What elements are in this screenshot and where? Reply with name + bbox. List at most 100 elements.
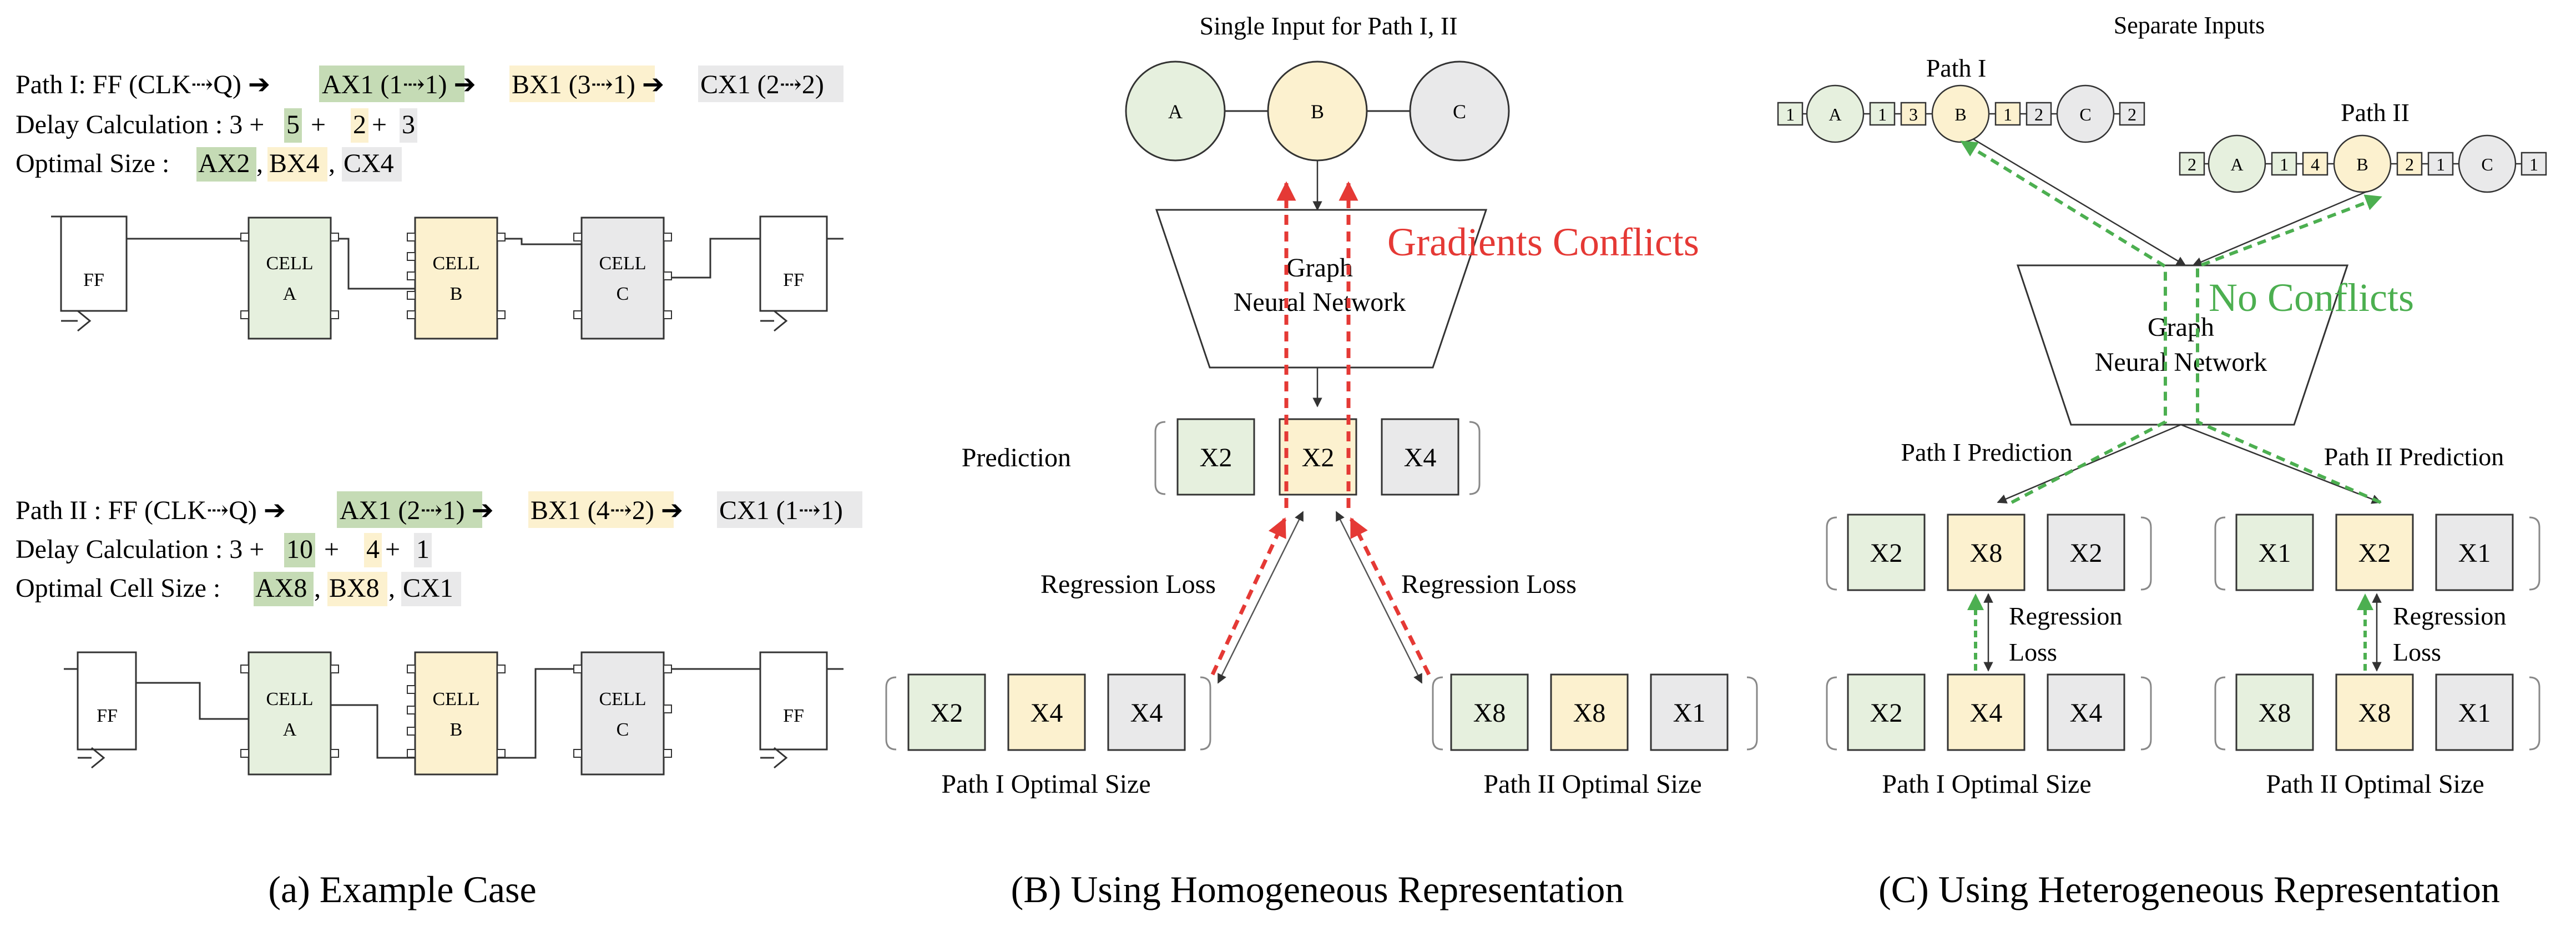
seq1-label-4: B: [1954, 104, 1966, 124]
cell-b-2-letter: B: [450, 719, 463, 740]
opt2-value-2: X8: [1573, 698, 1606, 728]
cpred2-box-1: [2235, 514, 2314, 591]
seq2-label-6: 1: [2436, 154, 2445, 174]
arrow-seq1-gnn: [1972, 138, 2186, 266]
ff-right-2: [759, 651, 828, 751]
closs1-label-line2: Loss: [2009, 638, 2057, 666]
copt1-value-1: X2: [1870, 698, 1903, 728]
seq2-label-3: 4: [2311, 154, 2320, 174]
cpred2-bracket-left: [2214, 516, 2226, 591]
highlight-term-c1: [400, 108, 417, 143]
loss-label-right: Regression Loss: [1401, 570, 1577, 599]
pred1-label: Path I Prediction: [1901, 438, 2072, 466]
cell-c-1: [580, 217, 665, 340]
pins-1: [240, 233, 672, 319]
path2-bx: BX1 (4⇢2): [531, 496, 654, 525]
path1-ax: AX1 (1⇢1): [322, 70, 447, 99]
closs2-label-line1: Regression: [2393, 602, 2506, 630]
wire-1d: [664, 238, 760, 279]
seq1-tok-2: [1869, 102, 1896, 126]
path2-delay-term-a: 10: [286, 535, 313, 564]
copt2-bracket-left: [2214, 676, 2226, 751]
copt1-bracket-right: [2140, 676, 2152, 751]
opt1-label: Path I Optimal Size: [941, 769, 1150, 799]
wire-1c: [497, 238, 582, 245]
pred2-label: Path II Prediction: [2324, 442, 2504, 471]
cell-a-1: [248, 217, 332, 340]
highlight-size-c1: [342, 147, 402, 182]
ff-left-1-label: FF: [83, 270, 104, 290]
highlight-bx-path2: [528, 491, 674, 528]
highlight-ax-path1: [319, 66, 464, 102]
path2-size-c: CX1: [403, 573, 453, 603]
path1-bx: BX1 (3⇢1): [512, 70, 635, 99]
path2-line: Path II : FF (CLK⇢Q) ➔ AX1 (2⇢1) ➔ BX1 (…: [16, 496, 843, 525]
copt1-label: Path I Optimal Size: [1882, 769, 2091, 799]
seq1-tok-5: [1994, 102, 2021, 126]
node-c-label: C: [1453, 100, 1466, 123]
opt2-box-2: [1550, 673, 1629, 751]
highlight-bx-path1: [509, 66, 655, 102]
cell-a-2-letter: A: [283, 719, 297, 740]
node-b-label: B: [1311, 100, 1324, 123]
closs1-label-line1: Regression: [2009, 602, 2122, 630]
path1-label: Path I: [1926, 54, 1987, 82]
path2-size-a: AX8: [255, 573, 307, 603]
cell-b-1: [414, 217, 498, 340]
seq2-node-a: [2208, 134, 2266, 193]
path1-arrow-2: ➔: [642, 70, 671, 99]
seq1-node-a: [1806, 84, 1865, 143]
path1-delay-term-c: 3: [402, 110, 415, 139]
pred-bracket-right: [1469, 421, 1481, 495]
copt1-box-1: [1847, 673, 1926, 751]
seq2-tok-8: [2521, 152, 2547, 176]
path1-sep-2: ,: [329, 149, 342, 178]
path1-size-c: CX4: [344, 149, 394, 178]
green-gradient-arrow-2: [2196, 194, 2382, 504]
cpred1-box-1: [1847, 514, 1926, 591]
seq2-tok-3: [2302, 152, 2328, 176]
no-conflicts-label: No Conflicts: [2209, 275, 2414, 320]
highlight-term-b1: [351, 108, 368, 143]
highlight-size-a1: [196, 147, 256, 182]
cpred1-value-3: X2: [2070, 539, 2103, 568]
loss-arrow-left: [1217, 511, 1304, 684]
path1-sep-1: ,: [256, 149, 270, 178]
pred-box-1: [1176, 418, 1255, 496]
path1-prefix: Path I: FF (CLK⇢Q) ➔: [16, 70, 277, 99]
copt2-box-3: [2435, 673, 2514, 751]
seq1-tok-6: [2026, 102, 2052, 126]
copt1-value-2: X4: [1970, 698, 2003, 728]
seq2-label-8: 1: [2529, 154, 2538, 174]
opt2-label: Path II Optimal Size: [1483, 769, 1701, 799]
seq2-tok-5: [2396, 152, 2423, 176]
cpred2-box-3: [2435, 514, 2514, 591]
copt1-value-3: X4: [2070, 698, 2103, 728]
pred-box-3: [1381, 418, 1459, 496]
path1-cx: CX1 (2⇢2): [700, 70, 824, 99]
seq1-label-0: 1: [1786, 104, 1795, 124]
panel-c: Separate Inputs Path I Path II 1 A 1 3 B…: [1777, 12, 2547, 910]
ff-right-1: [759, 215, 828, 312]
highlight-size-c2: [401, 572, 461, 606]
wire-2a: [136, 682, 249, 720]
highlight-cx-path2: [717, 491, 862, 528]
path2-sep-2: ,: [388, 573, 402, 603]
path1-line: Path I: FF (CLK⇢Q) ➔ AX1 (1⇢1) ➔ BX1 (3⇢…: [16, 70, 824, 99]
ff-right-2-label: FF: [783, 706, 804, 726]
ff-left-1-clk: [61, 310, 92, 332]
seq2-tok-0: [2179, 152, 2205, 176]
seq1-label-3: 3: [1909, 104, 1918, 124]
cpred1-value-2: X8: [1970, 539, 2003, 568]
cell-c-2: [580, 651, 665, 776]
highlight-term-c2: [414, 533, 432, 567]
seq1-label-6: 2: [2034, 104, 2043, 124]
gnn-c-label-line1: Graph: [2148, 313, 2214, 342]
opt1-bracket-left: [885, 676, 897, 751]
cpred1-bracket-left: [1826, 516, 1837, 591]
cell-a-2-word: CELL: [266, 689, 314, 709]
cpred2-box-2: [2335, 514, 2414, 591]
ff-right-1-label: FF: [783, 270, 804, 290]
pred-box-2: [1279, 418, 1357, 496]
path1-delay-term-b: 2: [353, 110, 366, 139]
